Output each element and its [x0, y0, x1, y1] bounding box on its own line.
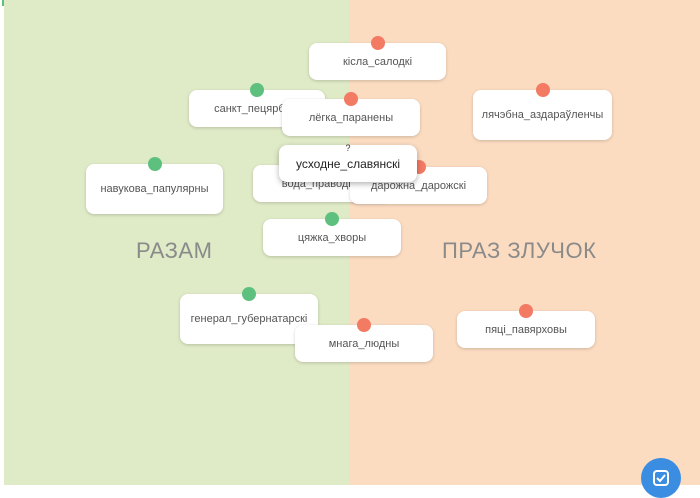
word-card-label: мнага_людны: [328, 337, 400, 350]
word-card-label: дарожна_дарожскі: [370, 179, 467, 192]
word-card[interactable]: пяці_павярховы: [457, 304, 595, 348]
red-dot-icon: [344, 92, 358, 106]
green-dot-icon: [242, 287, 256, 301]
word-card-label: цяжка_хворы: [297, 231, 367, 244]
word-card[interactable]: мнага_людны: [295, 318, 433, 362]
green-dot-icon: [325, 212, 339, 226]
word-card-label: генерал_губернатарскі: [190, 313, 308, 325]
hint-mark: ?: [345, 143, 351, 153]
word-card-label: санкт_пецярбург: [214, 102, 300, 115]
word-card[interactable]: навукова_папулярны: [86, 157, 223, 214]
word-card-label: пяці_павярховы: [485, 323, 567, 336]
word-card[interactable]: цяжка_хворы: [263, 212, 401, 256]
word-card[interactable]: дарожна_дарожскі: [350, 160, 487, 204]
zone-separately[interactable]: [349, 0, 700, 485]
word-card-label: навукова_папулярны: [100, 183, 209, 195]
word-card-label: кісла_салодкі: [342, 55, 413, 68]
left-edge: [0, 0, 4, 485]
red-dot-icon: [370, 36, 385, 50]
red-dot-icon: [519, 304, 533, 318]
active-word-card[interactable]: ? усходне_славянскі: [279, 143, 417, 182]
zone-together-label: РАЗАМ: [136, 238, 213, 263]
check-icon: [653, 470, 669, 486]
red-dot-icon: [357, 318, 371, 332]
green-dot-icon: [147, 157, 162, 171]
word-card[interactable]: кісла_салодкі: [309, 36, 446, 80]
submit-button[interactable]: [641, 458, 681, 498]
green-dot-icon: [250, 83, 264, 97]
word-card-label: лячэбна_аздараўленчы: [481, 109, 604, 121]
word-card-label: лёгка_паранены: [308, 111, 394, 124]
red-dot-icon: [535, 83, 550, 97]
word-card[interactable]: лёгка_паранены: [282, 92, 420, 136]
word-card[interactable]: лячэбна_аздараўленчы: [473, 83, 612, 140]
word-card-label: усходне_славянскі: [295, 156, 401, 171]
zone-separately-label: ПРАЗ ЗЛУЧОК: [442, 238, 597, 263]
